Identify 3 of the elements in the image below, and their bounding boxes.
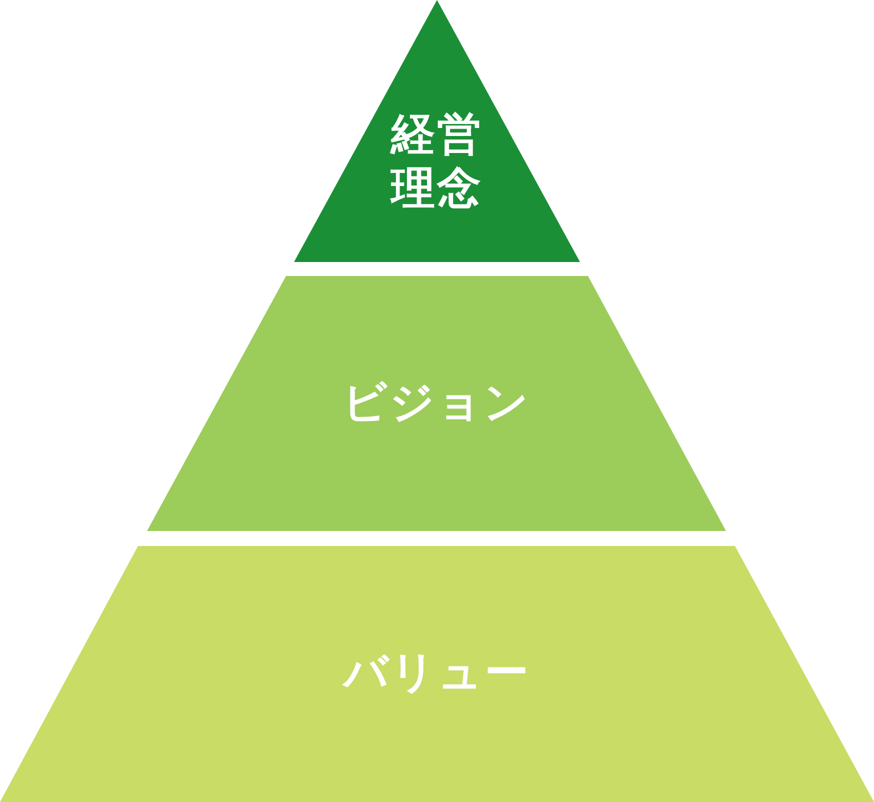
tier-label: バリュー [344,646,530,700]
tier-label: 経営理念 [389,108,484,216]
tier-label: ビジョン [342,376,530,430]
